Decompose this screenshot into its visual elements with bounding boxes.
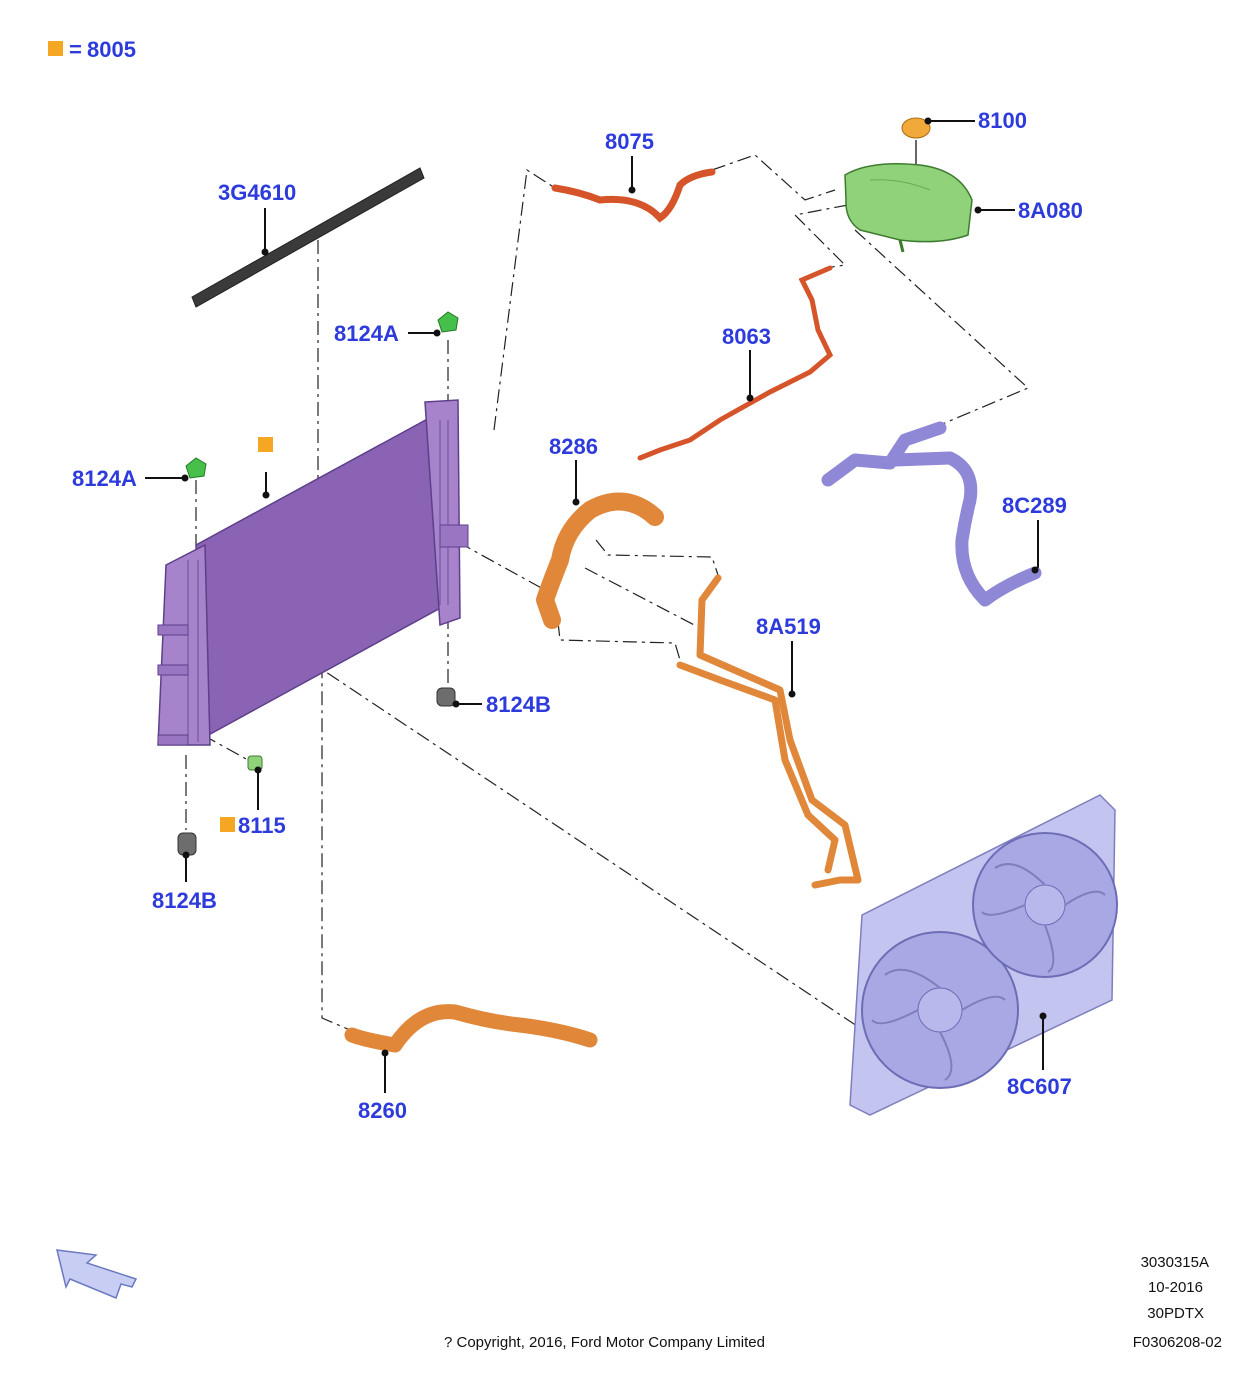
label-8115-marker-icon [220,817,235,832]
bracket-8124a-top [437,311,459,333]
radiator-marker-icon [258,437,273,452]
copyright: ? Copyright, 2016, Ford Motor Company Li… [444,1334,765,1351]
radiator [157,399,469,746]
hose-8260 [344,1004,598,1053]
label-8124a-left: 8124A [72,466,137,491]
label-8100: 8100 [978,108,1027,133]
ref-code: 3030315A [1141,1254,1209,1271]
cap-8100 [901,117,931,185]
legend-square-icon [48,41,63,56]
fan-shroud-8c607 [849,794,1118,1116]
label-8260: 8260 [358,1098,407,1123]
label-8124b-bottom: 8124B [152,888,217,913]
label-8075: 8075 [605,129,654,154]
legend-part-number: 8005 [87,37,136,62]
hose-8063 [637,265,834,461]
model-code: 30PDTX [1147,1305,1204,1322]
label-8286: 8286 [549,434,598,459]
legend-equals: = [69,37,82,62]
hose-8c289 [821,421,1042,607]
label-8a519: 8A519 [756,614,821,639]
label-8124a-top: 8124A [334,321,399,346]
legend: = 8005 [48,37,136,62]
figure-code: F0306208-02 [1133,1334,1222,1351]
label-3g4610: 3G4610 [218,180,296,205]
reservoir-8a080 [844,163,973,253]
label-8124b-right: 8124B [486,692,551,717]
arrow-icon [56,1249,138,1299]
hose-8075 [551,168,716,223]
label-8063: 8063 [722,324,771,349]
gasket-strip [191,167,425,308]
hose-8a519 [676,574,862,889]
mount-8124b-right [436,687,456,707]
leader-lines [145,117,1047,1093]
label-8115: 8115 [238,813,286,838]
label-8a080: 8A080 [1018,198,1083,223]
label-8c607: 8C607 [1007,1074,1072,1099]
bracket-8124a-left [185,457,207,479]
label-8c289: 8C289 [1002,493,1067,518]
hose-8286 [536,492,664,629]
date-code: 10-2016 [1148,1279,1203,1296]
